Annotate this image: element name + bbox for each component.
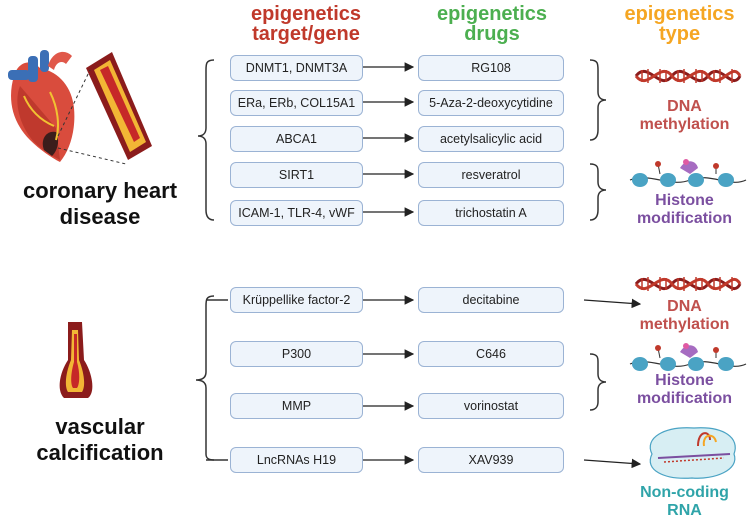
coronary-dna-brace xyxy=(589,59,607,141)
drug-box-vorinostat: vorinostat xyxy=(418,393,564,419)
target-gene-header: epigenetics target/gene xyxy=(226,4,386,44)
row-arrows xyxy=(363,62,642,469)
type-line1: DNA xyxy=(667,98,702,115)
drug-box-decitabine: decitabine xyxy=(418,287,564,313)
histone-icon xyxy=(629,159,747,187)
vascular-calcification-label: vascular calcification xyxy=(0,414,200,466)
drugs-header-line2: drugs xyxy=(464,23,520,45)
type-label-histone-modification: Histone modification xyxy=(622,192,747,228)
disease-line1: vascular xyxy=(55,414,145,439)
target-box-dnmt: DNMT1, DNMT3A xyxy=(230,55,363,81)
coronary-left-brace xyxy=(197,59,215,221)
drug-box-resveratrol: resveratrol xyxy=(418,162,564,188)
disease-line2: disease xyxy=(59,204,141,229)
target-box-er: ERa, ERb, COL15A1 xyxy=(230,90,363,116)
target-header-line1: epigenetics xyxy=(250,3,362,25)
type-header-line2: type xyxy=(658,23,701,45)
type-line2: modification xyxy=(636,390,733,407)
dna-icon xyxy=(634,277,742,291)
histone-icon xyxy=(629,343,747,371)
type-label-dna-methylation: DNA methylation xyxy=(622,98,747,134)
drug-box-xav939: XAV939 xyxy=(418,447,564,473)
target-box-klf2: Krüppellike factor-2 xyxy=(230,287,363,313)
dna-icon xyxy=(634,69,742,83)
type-line2: RNA xyxy=(667,502,702,519)
type-header: epigenetics type xyxy=(612,4,747,44)
target-box-abca1: ABCA1 xyxy=(230,126,363,152)
drug-box-rg108: RG108 xyxy=(418,55,564,81)
type-line2: methylation xyxy=(639,116,730,133)
artery-plaque-icon xyxy=(57,52,152,165)
type-label-dna-methylation: DNA methylation xyxy=(622,298,747,334)
calcified-vessel-icon xyxy=(59,322,93,398)
drug-box-acetylsalicylic: acetylsalicylic acid xyxy=(418,126,564,152)
target-box-icam: ICAM-1, TLR-4, vWF xyxy=(230,200,363,226)
coronary-heart-disease-label: coronary heart disease xyxy=(0,178,200,230)
disease-line2: calcification xyxy=(36,440,164,465)
type-label-histone-modification: Histone modification xyxy=(622,372,747,408)
type-line1: Histone xyxy=(655,372,714,389)
type-header-line1: epigenetics xyxy=(624,3,735,25)
coronary-histone-brace xyxy=(589,163,607,221)
drugs-header: epigenetics drugs xyxy=(412,4,572,44)
target-box-h19: LncRNAs H19 xyxy=(230,447,363,473)
type-line2: methylation xyxy=(639,316,730,333)
target-header-line2: target/gene xyxy=(252,23,360,45)
type-line2: modification xyxy=(636,210,733,227)
type-label-non-coding-rna: Non-coding RNA xyxy=(622,484,747,520)
drugs-header-line1: epigenetics xyxy=(436,3,548,25)
target-box-p300: P300 xyxy=(230,341,363,367)
vascular-left-brace xyxy=(195,295,215,461)
drug-box-5-aza: 5-Aza-2-deoxycytidine xyxy=(418,90,564,116)
type-line1: Non-coding xyxy=(640,484,729,501)
type-line1: DNA xyxy=(667,298,702,315)
vascular-histone-brace xyxy=(589,353,607,411)
type-line1: Histone xyxy=(655,192,714,209)
drug-box-trichostatin: trichostatin A xyxy=(418,200,564,226)
target-box-sirt1: SIRT1 xyxy=(230,162,363,188)
non-coding-rna-icon xyxy=(649,427,736,479)
drug-box-c646: C646 xyxy=(418,341,564,367)
heart-icon xyxy=(8,50,75,162)
target-box-mmp: MMP xyxy=(230,393,363,419)
disease-line1: coronary heart xyxy=(22,178,178,203)
